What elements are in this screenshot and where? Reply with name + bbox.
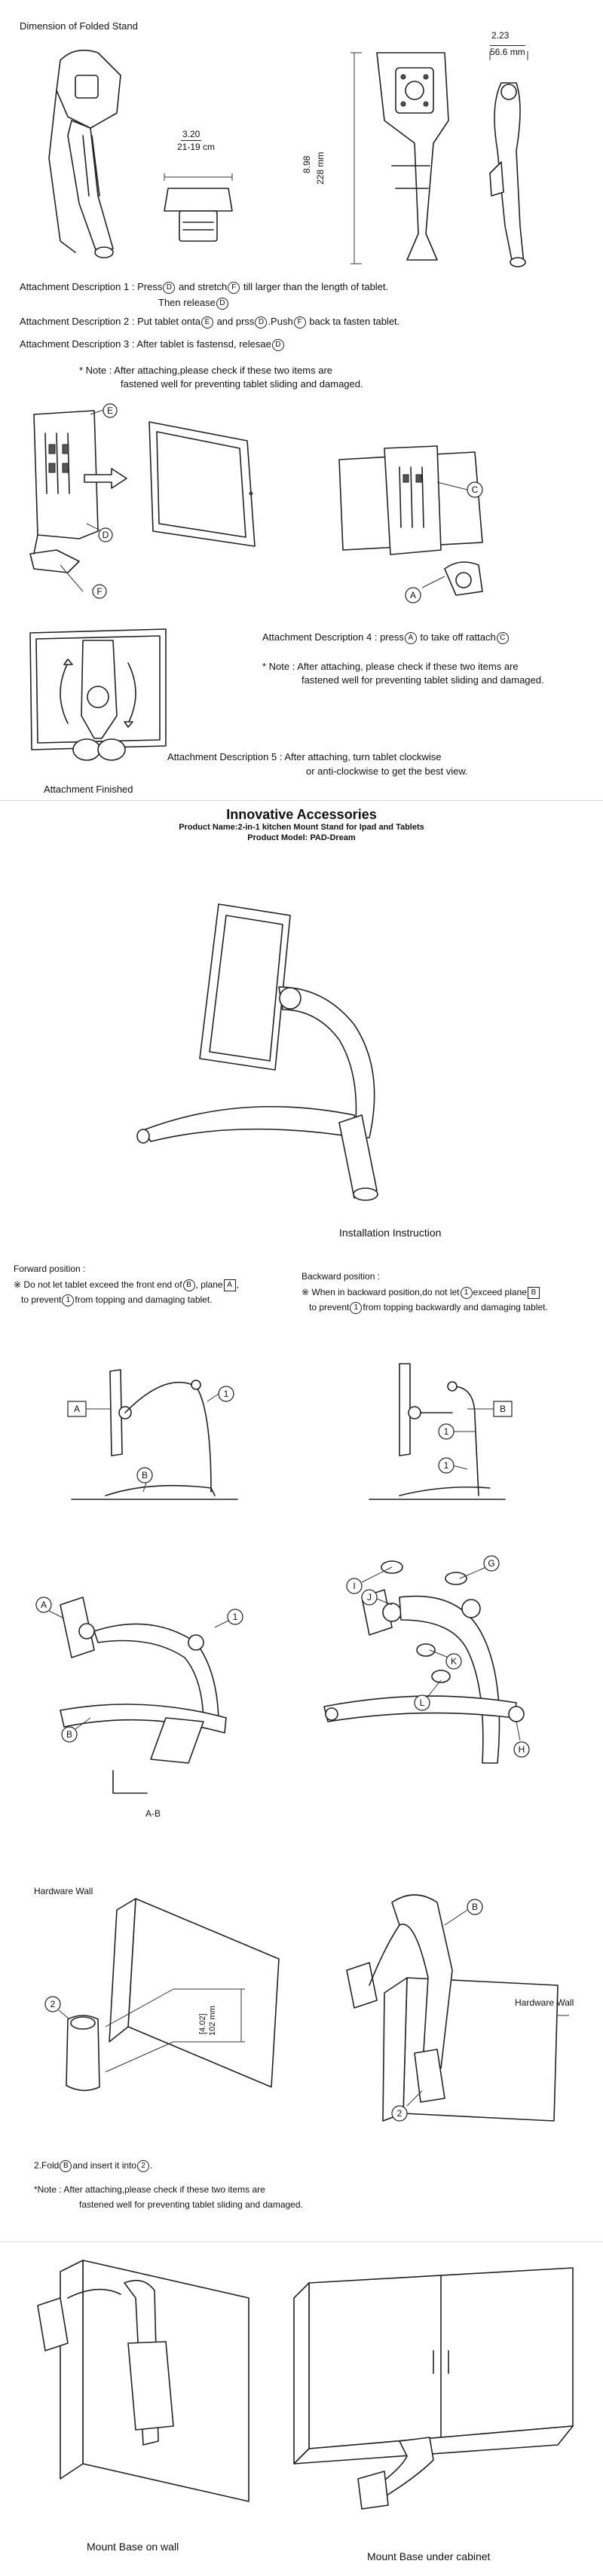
folded-stand-top-drawing xyxy=(164,173,233,242)
mount-base-on-wall-label: Mount Base on wall xyxy=(87,2541,179,2553)
wall-dim-inch: [4.02] xyxy=(198,2013,207,2034)
svg-text:G: G xyxy=(488,1558,494,1569)
attachment-finished-label: Attachment Finished xyxy=(44,784,133,795)
svg-text:J: J xyxy=(367,1592,372,1603)
backward-position-title: Backward position : xyxy=(302,1271,381,1282)
dim-depth-mm: 56.6 mm xyxy=(490,45,525,57)
dim-depth-inch: 2.23 xyxy=(491,30,510,41)
parts-view-right-drawing: I J G K L H xyxy=(323,1555,530,1764)
attach-note-2-line1: * Note : After attaching, please check i… xyxy=(262,661,519,672)
svg-text:A: A xyxy=(41,1600,47,1610)
svg-text:L: L xyxy=(420,1697,425,1708)
wall-note-line1: *Note : After attaching,please check if … xyxy=(34,2184,265,2195)
svg-text:A: A xyxy=(74,1404,80,1414)
forward-position-text-1: ※ Do not let tablet exceed the front end… xyxy=(14,1279,239,1291)
svg-text:E: E xyxy=(107,405,113,416)
installation-instruction-label: Installation Instruction xyxy=(339,1227,442,1239)
brand-title: Innovative Accessories xyxy=(226,807,377,822)
product-model: Product Model: PAD-Dream xyxy=(247,833,356,842)
svg-text:1: 1 xyxy=(224,1389,229,1399)
mount-base-wall-drawing xyxy=(37,2260,249,2502)
hardware-wall-label-1: Hardware Wall xyxy=(34,1886,93,1896)
svg-text:1: 1 xyxy=(233,1612,238,1622)
svg-text:B: B xyxy=(142,1470,148,1481)
holder-clamp-drawing: E D F xyxy=(29,403,118,599)
attach-note-1-line2: fastened well for preventing tablet slid… xyxy=(121,378,363,390)
svg-text:1: 1 xyxy=(444,1426,449,1437)
svg-text:I: I xyxy=(353,1581,355,1591)
attach-desc-5-line1: Attachment Description 5 : After attachi… xyxy=(167,751,442,762)
parts-label-ab: A-B xyxy=(145,1808,161,1819)
svg-text:H: H xyxy=(519,1744,525,1755)
dimension-title: Dimension of Folded Stand xyxy=(20,20,138,32)
svg-text:A: A xyxy=(410,590,416,600)
stand-main-product-drawing xyxy=(136,903,378,1201)
svg-text:D: D xyxy=(103,530,109,540)
section-divider xyxy=(0,800,603,801)
mount-base-cabinet-drawing xyxy=(293,2267,574,2510)
parts-view-left-drawing: A 1 B xyxy=(35,1597,243,1794)
forward-position-title: Forward position : xyxy=(14,1264,86,1274)
attach-note-1-line1: * Note : After attaching,please check if… xyxy=(79,365,333,376)
dim-height-inch: 8.98 xyxy=(302,155,312,173)
svg-text:B: B xyxy=(500,1404,506,1414)
product-name: Product Name:2-in-1 kitchen Mount Stand … xyxy=(179,823,424,832)
tablet-holder-attached-drawing: C A xyxy=(338,445,483,604)
mount-base-under-cabinet-label: Mount Base under cabinet xyxy=(367,2550,491,2562)
folded-stand-front-drawing xyxy=(48,49,121,258)
svg-text:2: 2 xyxy=(51,1999,56,2009)
attach-desc-2: Attachment Description 2 : Put tablet on… xyxy=(20,316,400,328)
attach-desc-3: Attachment Description 3 : After tablet … xyxy=(20,338,285,351)
svg-text:B: B xyxy=(66,1729,72,1740)
dim-width-inch: 3.20 xyxy=(181,129,202,141)
attach-desc-5-line2: or anti-clockwise to get the best view. xyxy=(306,765,468,777)
svg-text:B: B xyxy=(472,1902,478,1912)
stand-inserted-wall-drawing: B 2 xyxy=(346,1894,569,2122)
wall-mount-drawing: 2 xyxy=(44,1898,280,2092)
attachment-finished-drawing xyxy=(29,628,167,761)
dim-width-cm: 21-19 cm xyxy=(177,142,216,152)
arrow-right-icon xyxy=(84,468,127,489)
folded-stand-side-drawing xyxy=(350,52,449,264)
svg-text:F: F xyxy=(96,586,102,597)
svg-text:2: 2 xyxy=(397,2108,403,2119)
svg-text:1: 1 xyxy=(444,1460,449,1471)
svg-text:C: C xyxy=(472,484,479,495)
wall-dim-mm: 102 mm xyxy=(208,2006,217,2036)
dim-height-mm: 228 mm xyxy=(315,151,326,185)
backward-position-drawing: B 1 1 xyxy=(369,1363,513,1500)
hardware-wall-label-2: Hardware Wall xyxy=(515,1997,574,2008)
wall-note-line2: fastened well for preventing tablet slid… xyxy=(79,2199,303,2210)
section-divider-2 xyxy=(0,2241,603,2242)
attach-note-2-line2: fastened well for preventing tablet slid… xyxy=(302,674,544,686)
svg-text:K: K xyxy=(451,1656,457,1667)
forward-position-drawing: A 1 B xyxy=(67,1369,238,1500)
folded-stand-profile-drawing xyxy=(489,51,528,267)
tablet-drawing xyxy=(148,421,256,547)
